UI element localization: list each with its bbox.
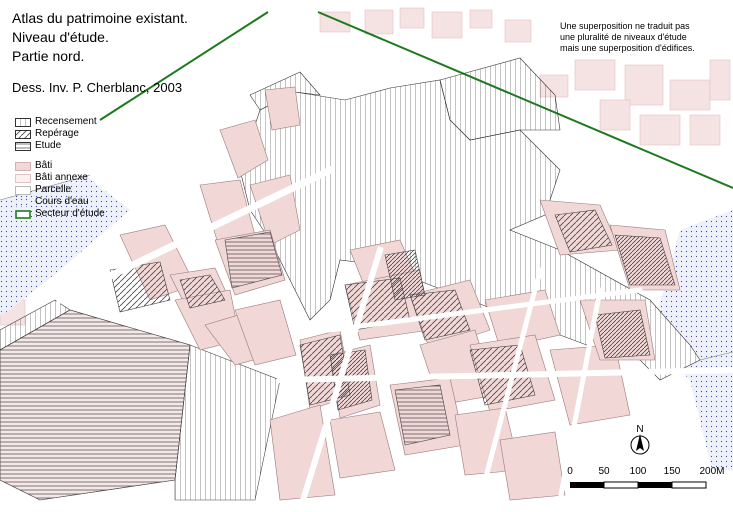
scale-label: 150 bbox=[663, 466, 681, 477]
legend-item-bati-annexe: Bâti annexe bbox=[15, 172, 105, 184]
scale-label: 200M bbox=[699, 466, 725, 477]
legend-label: Parcelle bbox=[35, 184, 72, 195]
legend-item-parcelle: Parcelle bbox=[15, 184, 105, 196]
map-note: Une superposition ne traduit pas une plu… bbox=[560, 21, 730, 54]
zone-recensement bbox=[0, 299, 71, 351]
scale-bar bbox=[570, 481, 707, 489]
map-note-line: mais une superposition d'édifices. bbox=[560, 43, 695, 53]
map-title: Atlas du patrimoine existant. Niveau d'é… bbox=[12, 9, 188, 66]
legend-label: Recensement bbox=[35, 116, 97, 127]
sector-swatch bbox=[15, 210, 31, 219]
map-title-line: Partie nord. bbox=[12, 48, 85, 64]
bati-swatch bbox=[15, 162, 31, 171]
map-author: Dess. Inv. P. Cherblanc, 2003 bbox=[12, 80, 183, 95]
scale-label: 0 bbox=[567, 466, 573, 477]
sector-edge bbox=[0, 174, 91, 201]
legend-item-etude: Etude bbox=[15, 140, 105, 152]
map-title-line: Niveau d'étude. bbox=[12, 29, 109, 45]
hatch-horizontal-swatch bbox=[15, 142, 31, 151]
map-note-line: Une superposition ne traduit pas bbox=[560, 21, 690, 31]
legend-item-secteur-etude: Secteur d'étude bbox=[15, 208, 105, 220]
water-area-west bbox=[0, 175, 130, 315]
compass-icon: N bbox=[630, 424, 650, 455]
zone-recensement bbox=[174, 344, 281, 501]
legend-gap bbox=[15, 152, 105, 160]
water-swatch bbox=[15, 198, 31, 207]
scale-labels: 0 50 100 150 200M bbox=[566, 466, 733, 478]
scale-segment bbox=[570, 482, 604, 488]
map-title-line: Atlas du patrimoine existant. bbox=[12, 10, 188, 26]
sector-edge bbox=[699, 351, 733, 361]
legend-label: Secteur d'étude bbox=[35, 208, 105, 219]
legend-label: Etude bbox=[35, 140, 62, 151]
zone-recensement bbox=[439, 57, 561, 141]
legend-label: Repérage bbox=[35, 128, 79, 139]
north-arrow: N bbox=[625, 423, 655, 462]
legend-label: Cours d'eau bbox=[35, 196, 89, 207]
hatch-diagonal-swatch bbox=[15, 130, 31, 139]
zone-place bbox=[0, 309, 191, 501]
north-label: N bbox=[636, 424, 643, 435]
hatch-vertical-swatch bbox=[15, 118, 31, 127]
legend-item-recensement: Recensement bbox=[15, 116, 105, 128]
scale-label: 50 bbox=[598, 466, 610, 477]
bati-annexe-swatch bbox=[15, 174, 31, 183]
legend-item-reperage: Repérage bbox=[15, 128, 105, 140]
legend-label: Bâti annexe bbox=[35, 172, 88, 183]
legend-item-bati: Bâti bbox=[15, 160, 105, 172]
streets bbox=[55, 165, 733, 512]
scale-segment bbox=[603, 481, 639, 489]
map-note-line: une pluralité de niveaux d'étude bbox=[560, 32, 687, 42]
scale-segment bbox=[638, 482, 672, 488]
map-legend: Recensement Repérage Etude Bâti Bâti ann… bbox=[15, 116, 105, 220]
legend-label: Bâti bbox=[35, 160, 53, 171]
legend-item-cours-d-eau: Cours d'eau bbox=[15, 196, 105, 208]
parcelle-swatch bbox=[15, 186, 31, 195]
study-sector-boundary bbox=[99, 11, 269, 121]
scale-segment bbox=[671, 481, 707, 489]
scale-label: 100 bbox=[629, 466, 647, 477]
